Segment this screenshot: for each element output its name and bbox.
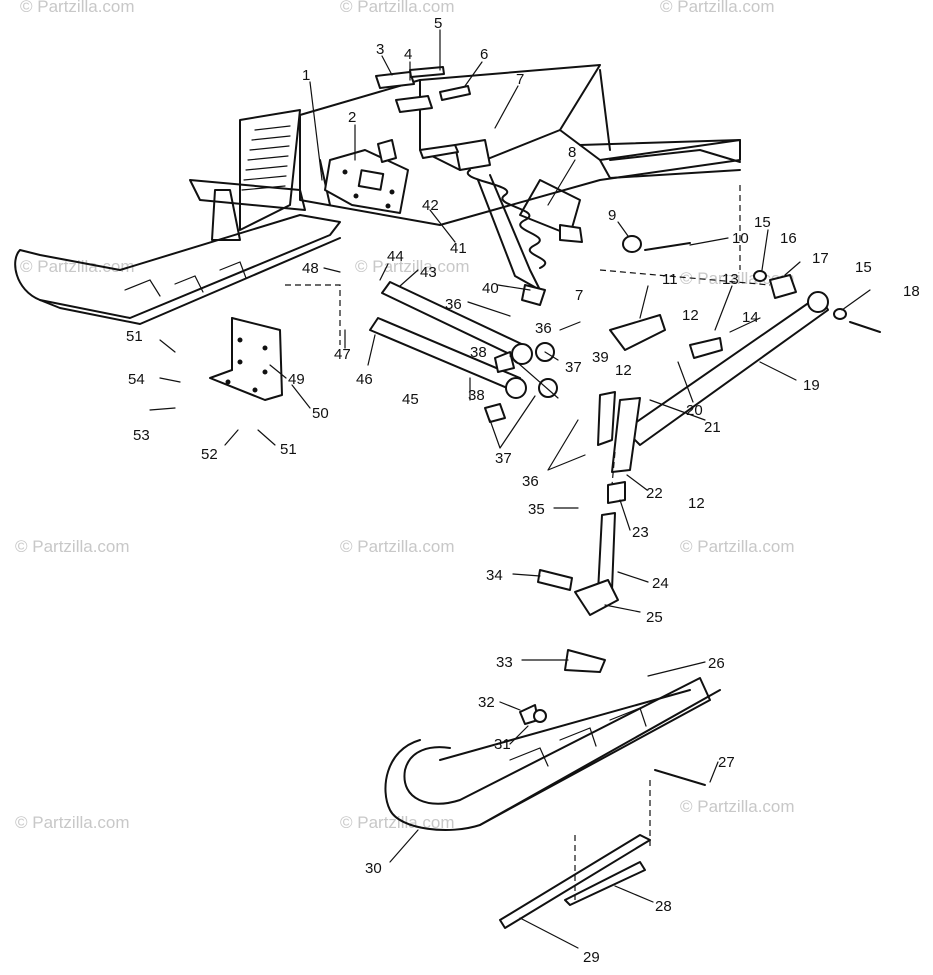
callout-31: 31 bbox=[494, 736, 511, 753]
callout-labels: 1 2 3 4 5 6 7 7 8 9 10 11 12 12 12 13 14… bbox=[126, 15, 920, 966]
watermark: © Partzilla.com bbox=[680, 537, 795, 556]
watermark: © Partzilla.com bbox=[20, 0, 135, 16]
callout-52: 52 bbox=[201, 446, 218, 463]
callout-15: 15 bbox=[855, 259, 872, 276]
callout-39: 39 bbox=[592, 349, 609, 366]
callout-26: 26 bbox=[708, 655, 725, 672]
radius-rods bbox=[369, 281, 558, 423]
callout-20: 20 bbox=[686, 402, 703, 419]
callout-12: 12 bbox=[615, 362, 632, 379]
steering-linkage bbox=[559, 224, 691, 253]
callout-16: 16 bbox=[780, 230, 797, 247]
callout-2: 2 bbox=[348, 109, 356, 126]
alignment-lines bbox=[285, 185, 771, 900]
callout-7: 7 bbox=[516, 71, 524, 88]
watermark: © Partzilla.com bbox=[660, 0, 775, 16]
callout-9: 9 bbox=[608, 207, 616, 224]
watermark-layer: © Partzilla.com © Partzilla.com © Partzi… bbox=[15, 0, 795, 832]
callout-5: 5 bbox=[434, 15, 442, 32]
callout-30: 30 bbox=[365, 860, 382, 877]
callout-15: 15 bbox=[754, 214, 771, 231]
watermark: © Partzilla.com bbox=[20, 257, 135, 276]
callout-12: 12 bbox=[682, 307, 699, 324]
callout-45: 45 bbox=[402, 391, 419, 408]
callout-21: 21 bbox=[704, 419, 721, 436]
callout-51: 51 bbox=[126, 328, 143, 345]
callout-1: 1 bbox=[302, 67, 310, 84]
callout-18: 18 bbox=[903, 283, 920, 300]
callout-3: 3 bbox=[376, 41, 384, 58]
callout-47: 47 bbox=[334, 346, 351, 363]
watermark: © Partzilla.com bbox=[340, 0, 455, 16]
callout-27: 27 bbox=[718, 754, 735, 771]
watermark: © Partzilla.com bbox=[340, 537, 455, 556]
background-ski-assembly bbox=[14, 109, 341, 325]
bracket-plate bbox=[324, 149, 409, 214]
callout-53: 53 bbox=[133, 427, 150, 444]
leader-lines bbox=[149, 29, 871, 949]
callout-46: 46 bbox=[356, 371, 373, 388]
callout-38: 38 bbox=[470, 344, 487, 361]
callout-37: 37 bbox=[495, 450, 512, 467]
callout-4: 4 bbox=[404, 46, 412, 63]
callout-11: 11 bbox=[662, 271, 678, 288]
callout-50: 50 bbox=[312, 405, 329, 422]
callout-7: 7 bbox=[575, 287, 583, 304]
watermark: © Partzilla.com bbox=[15, 813, 130, 832]
callout-34: 34 bbox=[486, 567, 503, 584]
watermark: © Partzilla.com bbox=[355, 257, 470, 276]
watermark: © Partzilla.com bbox=[340, 813, 455, 832]
callout-38: 38 bbox=[468, 387, 485, 404]
ski-spindle bbox=[537, 391, 641, 616]
radius-rod-bracket bbox=[209, 317, 283, 401]
callout-13: 13 bbox=[722, 271, 739, 288]
steering-arm bbox=[609, 314, 723, 359]
callout-22: 22 bbox=[646, 485, 663, 502]
callout-19: 19 bbox=[803, 377, 820, 394]
callout-41: 41 bbox=[450, 240, 467, 257]
callout-8: 8 bbox=[568, 144, 576, 161]
callout-40: 40 bbox=[482, 280, 499, 297]
callout-23: 23 bbox=[632, 524, 649, 541]
top-mount-hardware bbox=[375, 66, 471, 163]
callout-51: 51 bbox=[280, 441, 297, 458]
callout-28: 28 bbox=[655, 898, 672, 915]
callout-37: 37 bbox=[565, 359, 582, 376]
callout-44: 44 bbox=[387, 248, 404, 265]
front-ski bbox=[384, 649, 721, 929]
callout-14: 14 bbox=[742, 309, 759, 326]
callout-49: 49 bbox=[288, 371, 305, 388]
watermark: © Partzilla.com bbox=[680, 797, 795, 816]
tie-rod-tube bbox=[624, 270, 881, 446]
callout-48: 48 bbox=[302, 260, 319, 277]
callout-36: 36 bbox=[445, 296, 462, 313]
callout-36: 36 bbox=[522, 473, 539, 490]
callout-24: 24 bbox=[652, 575, 669, 592]
callout-43: 43 bbox=[420, 264, 437, 281]
callout-35: 35 bbox=[528, 501, 545, 518]
watermark: © Partzilla.com bbox=[15, 537, 130, 556]
callout-33: 33 bbox=[496, 654, 513, 671]
callout-25: 25 bbox=[646, 609, 663, 626]
callout-17: 17 bbox=[812, 250, 829, 267]
callout-36: 36 bbox=[535, 320, 552, 337]
callout-10: 10 bbox=[732, 230, 749, 247]
callout-42: 42 bbox=[422, 197, 439, 214]
front-shock-absorber bbox=[419, 139, 547, 306]
callout-54: 54 bbox=[128, 371, 145, 388]
callout-6: 6 bbox=[480, 46, 488, 63]
chassis-frame bbox=[299, 64, 741, 236]
callout-32: 32 bbox=[478, 694, 495, 711]
callout-29: 29 bbox=[583, 949, 600, 966]
callout-12: 12 bbox=[688, 495, 705, 512]
